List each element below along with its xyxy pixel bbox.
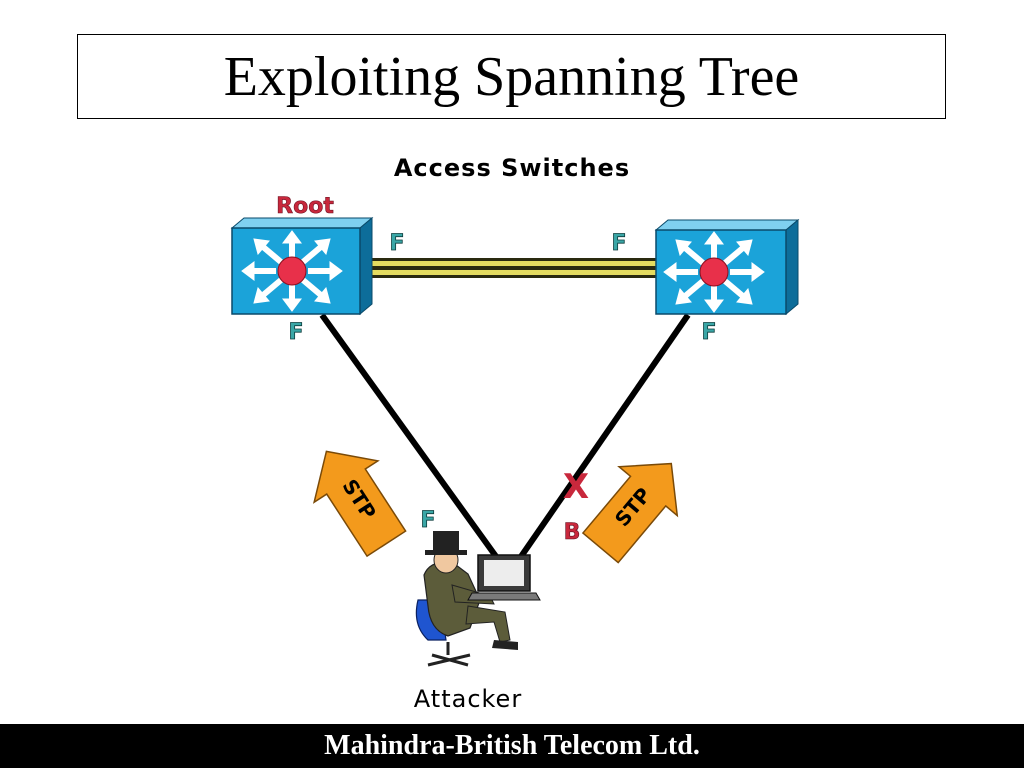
root-label: Root <box>276 194 334 219</box>
slide-title-box: Exploiting Spanning Tree <box>77 34 946 119</box>
root-switch-icon <box>230 216 374 316</box>
stp-arrow-right: STP <box>581 462 679 564</box>
root-to-attacker-link <box>319 313 503 564</box>
port-label-attacker-right: B <box>564 520 581 545</box>
hacker-icon <box>415 531 518 667</box>
footer-bar: Mahindra-British Telecom Ltd. <box>0 724 1024 768</box>
port-label-root-right: F <box>389 231 404 256</box>
port-label-switch-down: F <box>701 320 716 345</box>
port-label-attacker-left: F <box>420 508 435 533</box>
blocked-x-mark: X <box>563 467 589 507</box>
switch-to-attacker-link <box>517 313 691 560</box>
port-label-root-down: F <box>288 320 303 345</box>
slide-title: Exploiting Spanning Tree <box>223 45 800 108</box>
attacker-label: Attacker <box>414 685 522 713</box>
laptop-icon <box>467 554 541 601</box>
port-label-switch-left: F <box>611 231 626 256</box>
access-switches-label: Access Switches <box>394 154 630 182</box>
spanning-tree-diagram: Access Switches Root F F F F F <box>230 154 800 713</box>
trunk-link <box>366 258 660 278</box>
footer-company: Mahindra-British Telecom Ltd. <box>324 730 700 761</box>
access-switch-icon <box>654 218 800 316</box>
stp-arrow-left: STP <box>312 450 407 558</box>
